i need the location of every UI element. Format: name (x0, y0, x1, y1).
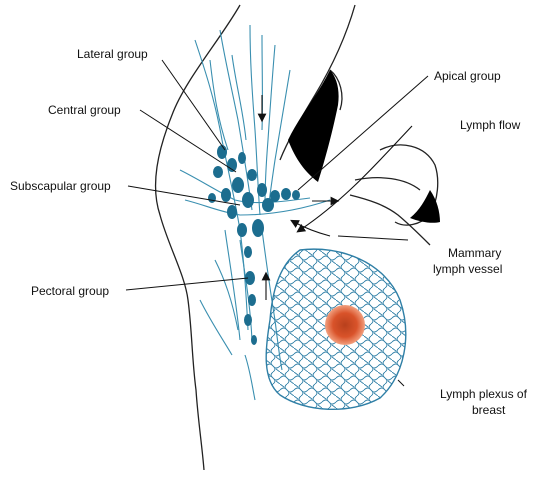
axilla-shadow (288, 70, 339, 182)
label-lateral-group: Lateral group (77, 47, 148, 61)
label-plexus-line1: Lymph plexus of (440, 387, 527, 401)
breast-plexus (266, 249, 406, 409)
axilla-shadow-small (410, 190, 440, 223)
label-mammary-line1: Mammary (448, 246, 501, 260)
nipple-areola (325, 305, 365, 345)
label-lymph-flow: Lymph flow (460, 118, 520, 132)
label-apical-group: Apical group (434, 69, 501, 83)
label-mammary-line2: lymph vessel (433, 262, 502, 276)
label-subscapular-group: Subscapular group (10, 179, 111, 193)
label-plexus-line2: breast (472, 403, 505, 417)
label-central-group: Central group (48, 103, 121, 117)
label-pectoral-group: Pectoral group (31, 284, 109, 298)
